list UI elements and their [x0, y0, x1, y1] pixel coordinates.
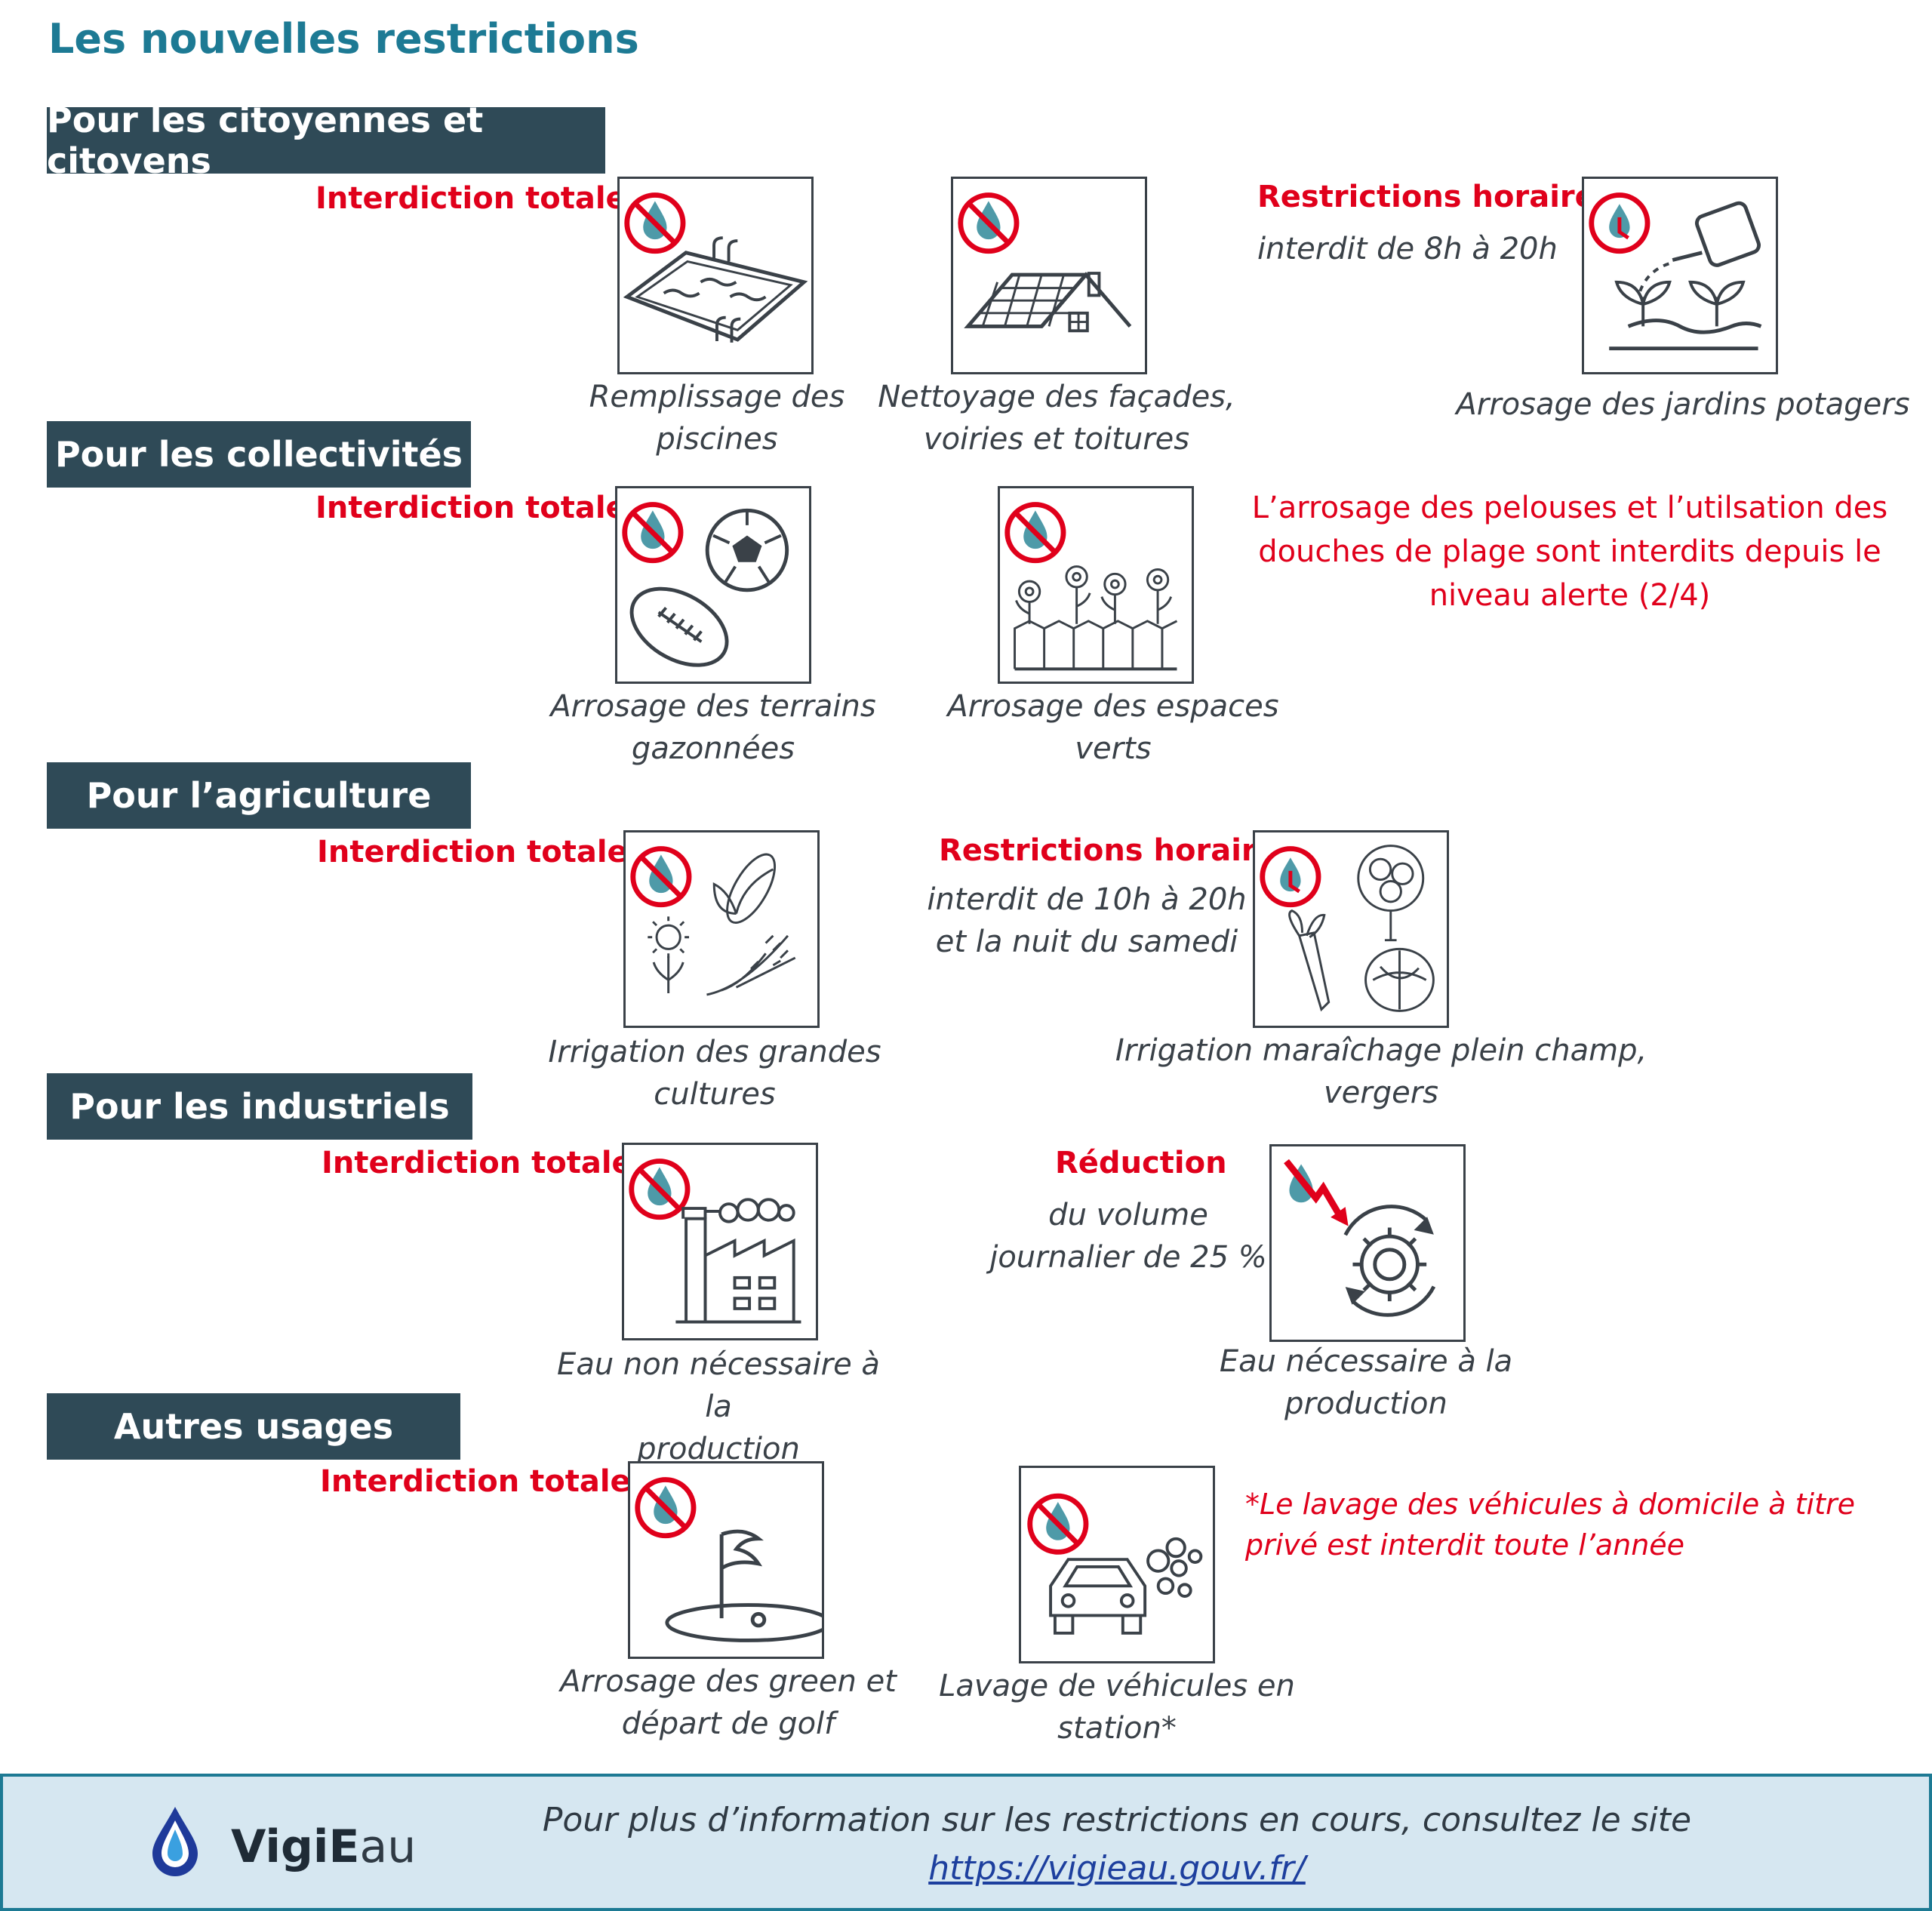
- vigieau-link[interactable]: https://vigieau.gouv.fr/: [928, 1849, 1306, 1888]
- caption-line: gazonnées: [631, 731, 795, 766]
- collectivites-note: L’arrosage des pelouses et l’utilsation …: [1238, 486, 1902, 617]
- caption-line: interdit de 10h à 20h: [927, 882, 1247, 917]
- lavage-caption: Lavage de véhicules en station*: [936, 1665, 1298, 1749]
- vigieau-logo-text: VigiEau: [231, 1820, 416, 1873]
- section-autres: Autres usages: [47, 1393, 460, 1460]
- caption-line: piscines: [656, 422, 778, 457]
- interdiction-label: Interdiction totale: [317, 835, 628, 869]
- caption-line: journalier de 25 %: [989, 1240, 1267, 1275]
- interdiction-label: Interdiction totale: [315, 491, 626, 525]
- section-industriels: Pour les industriels: [47, 1073, 472, 1140]
- caption-line: Eau non nécessaire à la: [557, 1347, 880, 1424]
- factory-icon: [622, 1143, 818, 1340]
- gear-cycle-icon: [1269, 1144, 1466, 1342]
- terrains-caption: Arrosage des terrains gazonnées: [543, 685, 883, 770]
- caption-line: Eau nécessaire à la: [1219, 1344, 1513, 1379]
- note-line: privé est interdit toute l’année: [1245, 1528, 1685, 1562]
- section-agriculture: Pour l’agriculture: [47, 762, 471, 829]
- note-line: douches de plage sont interdits depuis l…: [1258, 534, 1881, 569]
- caption-line: départ de golf: [621, 1706, 835, 1741]
- vigieau-logo-icon: [148, 1804, 202, 1879]
- caption-line: voiries et toitures: [923, 422, 1190, 457]
- caption-line: Arrosage des green et: [560, 1664, 897, 1699]
- logo-rest: au: [359, 1820, 417, 1873]
- restrictions-horaires-label: Restrictions horaires: [939, 833, 1295, 868]
- watering-can-icon: [1582, 177, 1778, 374]
- flowers-fence-icon: [998, 486, 1194, 684]
- interdiction-label: Interdiction totale: [321, 1146, 632, 1180]
- section-citoyens: Pour les citoyennes et citoyens: [47, 100, 605, 181]
- maraichage-caption: Irrigation maraîchage plein champ, verge…: [1115, 1033, 1647, 1110]
- car-wash-icon: [1019, 1466, 1215, 1663]
- page-title: Les nouvelles restrictions: [48, 15, 639, 63]
- caption-line: Arrosage des terrains: [550, 689, 876, 724]
- golf-flag-icon: [628, 1461, 824, 1659]
- caption-line: du volume: [1048, 1198, 1208, 1232]
- necessaire-caption: Eau nécessaire à la production: [1192, 1340, 1540, 1425]
- section-collectivites: Pour les collectivités: [47, 421, 471, 488]
- horaire-text: interdit de 8h à 20h: [1257, 232, 1558, 266]
- note-line: *Le lavage des véhicules à domicile à ti…: [1245, 1488, 1856, 1521]
- footer-info: Pour plus d’information sur les restrict…: [542, 1801, 1692, 1839]
- caption-line: Remplissage des: [589, 380, 845, 414]
- house-roof-icon: [951, 177, 1147, 374]
- pool-icon: [617, 177, 814, 374]
- caption-line: cultures: [654, 1077, 776, 1112]
- espaces-caption: Arrosage des espaces verts: [947, 689, 1279, 766]
- non-necessaire-caption: Eau non nécessaire à la production: [545, 1343, 892, 1470]
- interdiction-label: Interdiction totale: [320, 1464, 631, 1499]
- caption-line: Nettoyage des façades,: [878, 380, 1235, 414]
- interdiction-label: Interdiction totale: [315, 181, 626, 216]
- crops-icon: [623, 830, 820, 1028]
- piscines-caption: Remplissage des piscines: [551, 376, 883, 460]
- reduction-label: Réduction: [1055, 1146, 1227, 1180]
- note-line: L’arrosage des pelouses et l’utilsation …: [1251, 491, 1888, 525]
- reduction-text: du volume journalier de 25 %: [989, 1194, 1268, 1279]
- caption-line: Irrigation des grandes: [548, 1035, 881, 1069]
- caption-line: Lavage de véhicules en: [939, 1669, 1295, 1703]
- lavage-note: *Le lavage des véhicules à domicile à ti…: [1245, 1484, 1879, 1565]
- caption-line: station*: [1057, 1711, 1177, 1746]
- caption-line: production: [637, 1432, 800, 1466]
- footer-text: Pour plus d’information sur les restrict…: [513, 1796, 1721, 1893]
- restrictions-horaires-label: Restrictions horaires: [1257, 180, 1614, 214]
- logo-main: VigiE: [231, 1820, 360, 1873]
- caption-line: et la nuit du samedi: [935, 925, 1238, 959]
- caption-line: production: [1284, 1386, 1447, 1421]
- note-line: niveau alerte (2/4): [1429, 578, 1711, 613]
- potagers-caption: Arrosage des jardins potagers: [1456, 387, 1910, 422]
- grandes-cultures-caption: Irrigation des grandes cultures: [545, 1031, 884, 1116]
- footer-banner: [0, 1774, 1932, 1911]
- golf-caption: Arrosage des green et départ de golf: [558, 1660, 898, 1745]
- sports-field-icon: [615, 486, 811, 684]
- facades-caption: Nettoyage des façades, voiries et toitur…: [875, 376, 1238, 460]
- vegetables-orchard-icon: [1253, 830, 1449, 1028]
- agri-horaire-text: interdit de 10h à 20h et la nuit du same…: [921, 879, 1253, 963]
